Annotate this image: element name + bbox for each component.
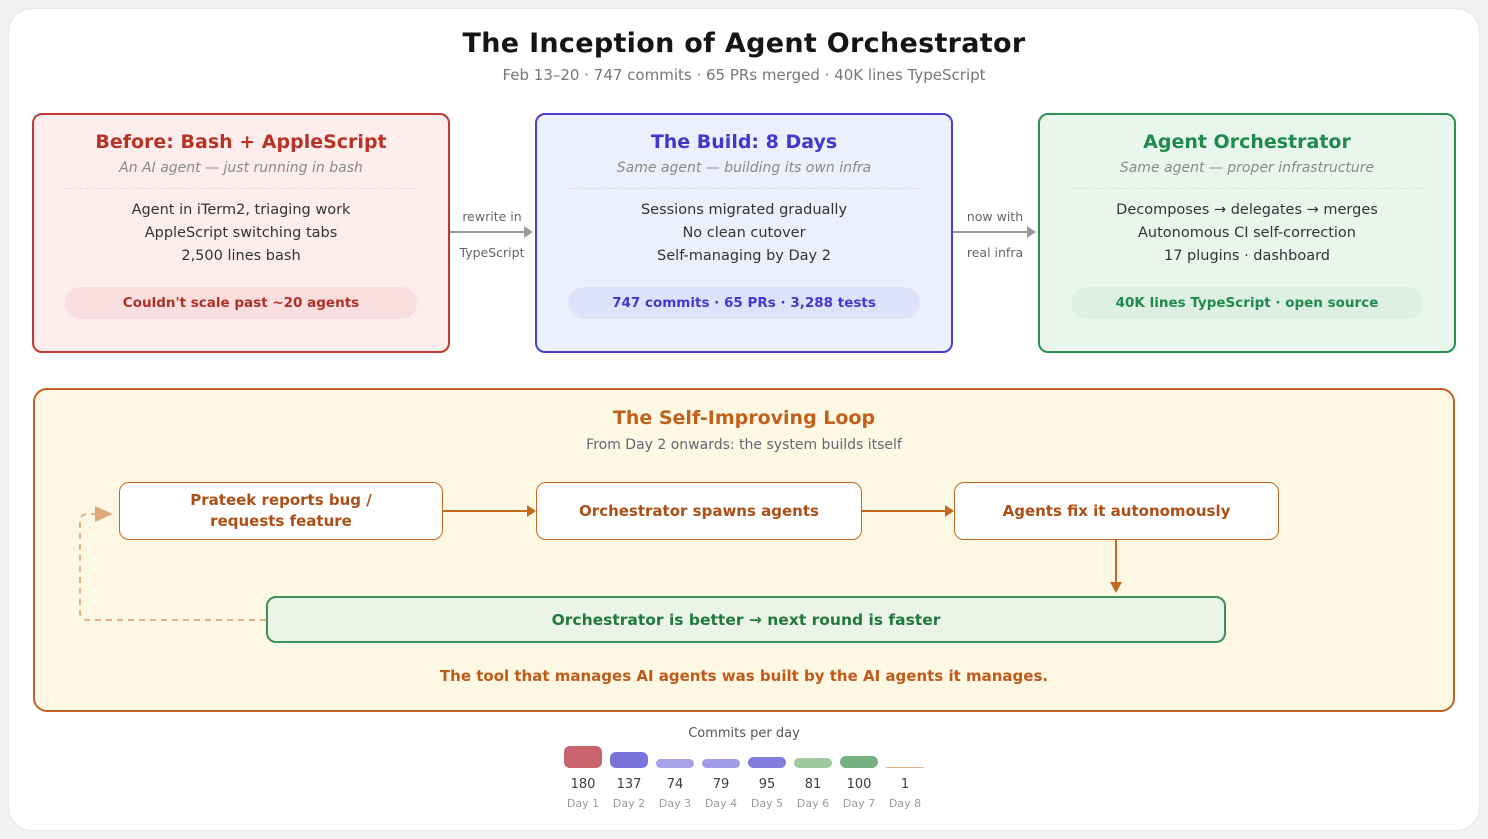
arrow-down-icon bbox=[1110, 540, 1122, 593]
commits-chart-title: Commits per day bbox=[688, 726, 800, 741]
before-box-title: Before: Bash + AppleScript bbox=[95, 131, 387, 153]
loop-tagline: The tool that manages AI agents was buil… bbox=[439, 667, 1049, 685]
chart-bar bbox=[702, 758, 740, 768]
before-box-line: Agent in iTerm2, triaging work bbox=[131, 202, 351, 218]
orchestrator-box-line: Autonomous CI self-correction bbox=[1138, 225, 1356, 241]
loop-title: The Self-Improving Loop bbox=[612, 407, 876, 429]
chart-day-label: Day 7 bbox=[842, 797, 876, 810]
orchestrator-box: Agent Orchestrator Same agent — proper i… bbox=[1038, 113, 1456, 353]
chart-day-label: Day 1 bbox=[566, 797, 600, 810]
chart-day-label: Day 3 bbox=[658, 797, 692, 810]
loop-node-line: Orchestrator spawns agents bbox=[579, 501, 819, 520]
arrow-right-icon bbox=[450, 226, 533, 238]
build-box-line: Self-managing by Day 2 bbox=[657, 248, 831, 264]
divider bbox=[1071, 188, 1423, 189]
chart-bar bbox=[748, 756, 786, 768]
loop-panel: The Self-Improving Loop From Day 2 onwar… bbox=[33, 388, 1455, 712]
connector-infra: now with real infra bbox=[953, 195, 1037, 275]
arrow-right-icon bbox=[443, 505, 536, 517]
build-box-line: Sessions migrated gradually bbox=[640, 202, 848, 218]
result-text: Orchestrator is better → next round is f… bbox=[551, 610, 941, 629]
build-box: The Build: 8 Days Same agent — building … bbox=[535, 113, 953, 353]
loop-node-fix: Agents fix it autonomously bbox=[954, 482, 1279, 540]
chart-bar bbox=[886, 766, 924, 768]
orchestrator-box-line: 17 plugins · dashboard bbox=[1164, 248, 1330, 264]
loop-node-line: requests feature bbox=[210, 512, 352, 530]
page-subtitle: Feb 13–20 · 747 commits · 65 PRs merged … bbox=[502, 66, 986, 84]
before-box-badge: Couldn't scale past ~20 agents bbox=[65, 287, 417, 319]
connector-label-top: now with bbox=[966, 209, 1024, 224]
chart-value: 100 bbox=[846, 777, 872, 792]
chart-day-label: Day 2 bbox=[612, 797, 646, 810]
chart-bar bbox=[840, 756, 878, 768]
chart-value: 180 bbox=[570, 777, 596, 792]
loop-node-line: Prateek reports bug / bbox=[190, 491, 372, 509]
chart-day-label: Day 4 bbox=[704, 797, 738, 810]
build-box-subtitle: Same agent — building its own infra bbox=[616, 160, 872, 176]
chart-value: 95 bbox=[758, 777, 776, 792]
connector-label-top: rewrite in bbox=[462, 209, 522, 224]
connector-label-bottom: real infra bbox=[966, 245, 1024, 260]
chart-value: 74 bbox=[666, 777, 684, 792]
orchestrator-box-badge: 40K lines TypeScript · open source bbox=[1071, 287, 1423, 319]
chart-bar bbox=[564, 746, 602, 768]
chart-value: 137 bbox=[616, 777, 642, 792]
orchestrator-box-line: Decomposes → delegates → merges bbox=[1116, 202, 1378, 218]
connector-rewrite: rewrite in TypeScript bbox=[450, 195, 534, 275]
connector-label-bottom: TypeScript bbox=[459, 245, 525, 260]
before-box: Before: Bash + AppleScript An AI agent —… bbox=[32, 113, 450, 353]
before-box-subtitle: An AI agent — just running in bash bbox=[119, 160, 363, 176]
result-box: Orchestrator is better → next round is f… bbox=[266, 596, 1226, 643]
chart-value: 1 bbox=[900, 777, 910, 792]
chart-day-label: Day 5 bbox=[750, 797, 784, 810]
loop-node-report: Prateek reports bug / requests feature bbox=[119, 482, 443, 540]
page-title: The Inception of Agent Orchestrator bbox=[462, 28, 1026, 59]
build-box-badge: 747 commits · 65 PRs · 3,288 tests bbox=[568, 287, 920, 319]
arrow-right-icon bbox=[862, 505, 954, 517]
orchestrator-box-title: Agent Orchestrator bbox=[1143, 131, 1351, 153]
before-box-line: AppleScript switching tabs bbox=[144, 225, 338, 241]
chart-day-label: Day 8 bbox=[888, 797, 922, 810]
loop-subtitle: From Day 2 onwards: the system builds it… bbox=[586, 437, 902, 453]
chart-day-label: Day 6 bbox=[796, 797, 830, 810]
orchestrator-box-subtitle: Same agent — proper infrastructure bbox=[1119, 160, 1375, 176]
before-box-line: 2,500 lines bash bbox=[181, 248, 301, 264]
build-box-title: The Build: 8 Days bbox=[650, 131, 838, 153]
loop-node-line: Agents fix it autonomously bbox=[1002, 501, 1231, 520]
build-box-line: No clean cutover bbox=[682, 225, 806, 241]
chart-bar bbox=[610, 751, 648, 768]
divider bbox=[568, 188, 920, 189]
chart-value: 79 bbox=[712, 777, 730, 792]
chart-bar bbox=[656, 759, 694, 768]
chart-value: 81 bbox=[804, 777, 822, 792]
arrow-right-icon bbox=[953, 226, 1036, 238]
chart-bar bbox=[794, 758, 832, 768]
divider bbox=[65, 188, 417, 189]
loop-node-spawn: Orchestrator spawns agents bbox=[536, 482, 862, 540]
